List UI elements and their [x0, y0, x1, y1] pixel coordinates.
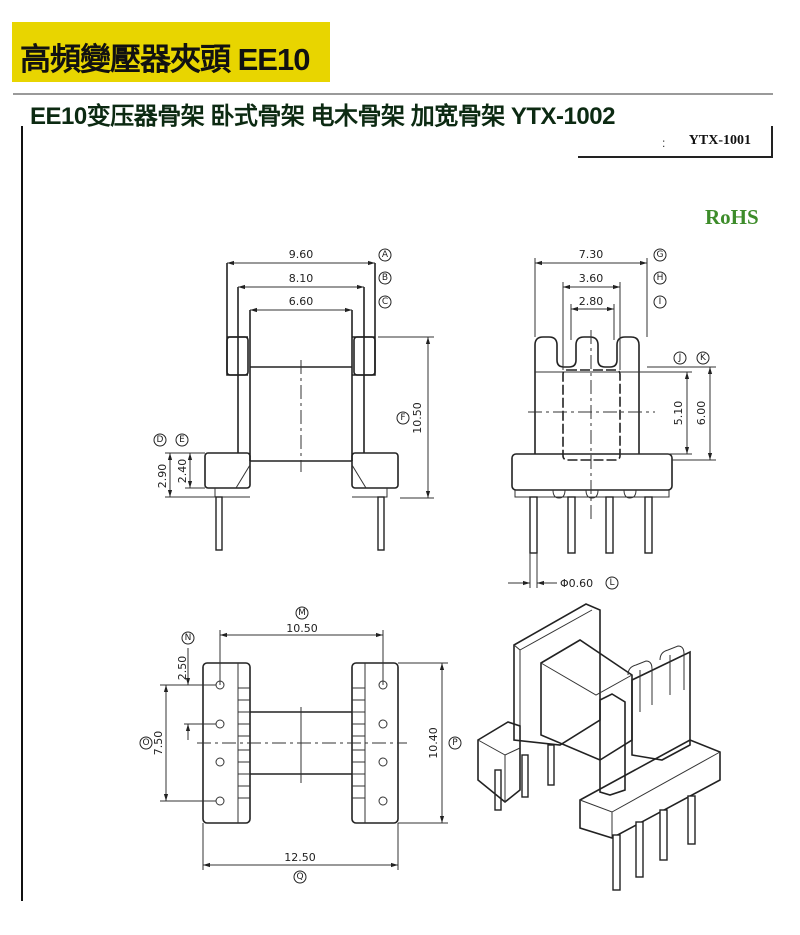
label-n: N: [185, 633, 192, 643]
label-h: H: [657, 273, 664, 283]
label-e: E: [179, 435, 185, 445]
dim-g-value: 7.30: [579, 248, 604, 261]
front-view: 9.60 8.10 6.60 A B C 10.50 F 2.90 2.40 D…: [153, 248, 434, 551]
label-j: J: [678, 353, 682, 363]
label-g: G: [657, 250, 664, 260]
isometric-view: [477, 603, 721, 891]
rohs-mark: RoHS: [705, 205, 759, 229]
side-view: 7.30 3.60 2.80 G H I 5.10 6.00 J K Φ0.60…: [508, 248, 716, 590]
label-f: F: [400, 413, 405, 423]
dim-k-value: 6.00: [695, 401, 708, 426]
label-p: P: [452, 738, 458, 748]
banner-title: 高頻變壓器夾頭 EE10: [20, 42, 310, 77]
dim-m-value: 10.50: [286, 622, 318, 635]
label-l: L: [609, 578, 614, 588]
label-b: B: [382, 273, 388, 283]
label-m: M: [298, 608, 306, 618]
dim-q-value: 12.50: [284, 851, 316, 864]
label-q: Q: [296, 872, 303, 882]
label-a: A: [382, 250, 389, 260]
subtitle: EE10变压器骨架 卧式骨架 电木骨架 加宽骨架 YTX-1002: [30, 103, 615, 130]
dim-j-value: 5.10: [672, 401, 685, 426]
dim-f-value: 10.50: [411, 402, 424, 434]
label-c: C: [382, 297, 388, 307]
dim-e-value: 2.40: [176, 459, 189, 484]
title-banner: 高頻變壓器夾頭 EE10: [12, 22, 330, 82]
reference-box: : YTX-1001: [578, 126, 773, 158]
reference-mark: :: [662, 136, 666, 150]
dim-n-value: 2.50: [176, 656, 189, 681]
label-o: O: [142, 738, 149, 748]
dim-b-value: 8.10: [289, 272, 314, 285]
dim-p-value: 10.40: [427, 727, 440, 759]
bottom-view: 10.50 M 2.50 N 7.50 O 10.40 P 12.50 Q: [139, 606, 462, 884]
label-k: K: [700, 353, 707, 363]
dim-o-value: 7.50: [152, 731, 165, 756]
label-i: I: [659, 297, 662, 307]
dim-h-value: 3.60: [579, 272, 604, 285]
dim-c-value: 6.60: [289, 295, 314, 308]
label-d: D: [157, 435, 164, 445]
reference-code: YTX-1001: [688, 133, 751, 148]
dim-l-value: Φ0.60: [560, 577, 593, 590]
dim-i-value: 2.80: [579, 295, 604, 308]
dim-a-value: 9.60: [289, 248, 314, 261]
dim-d-value: 2.90: [156, 464, 169, 489]
frame-left-border: [21, 126, 23, 901]
divider: [13, 93, 773, 95]
